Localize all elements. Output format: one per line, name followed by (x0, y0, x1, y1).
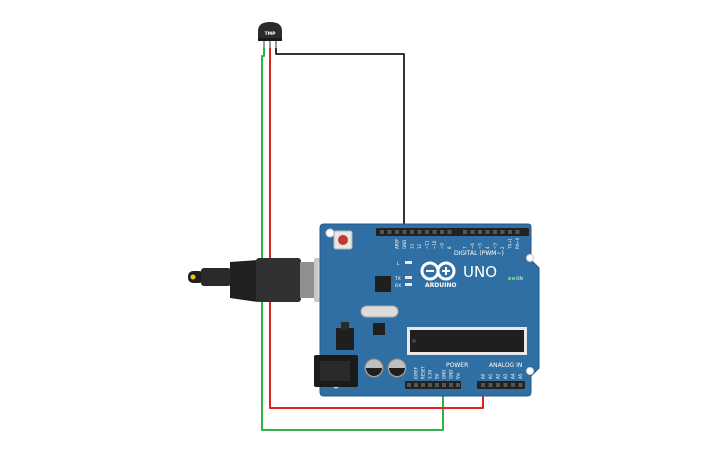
arduino-text: ARDUINO (425, 282, 456, 289)
pin-label: TX→1 (508, 237, 513, 250)
header-pin-hole[interactable] (481, 383, 485, 387)
on-led-label: ON (516, 276, 523, 282)
pin-label: A5 (518, 373, 523, 379)
analog-header-label: ANALOG IN (489, 362, 522, 369)
pin-label: 3.3V (428, 370, 433, 379)
header-pin-hole[interactable] (407, 383, 411, 387)
pin-label: ~11 (425, 240, 430, 249)
power-header[interactable] (405, 381, 461, 389)
reset-button-cap[interactable] (338, 235, 348, 245)
header-pin-hole[interactable] (485, 230, 490, 234)
header-pin-hole[interactable] (518, 383, 523, 387)
header-pin-hole[interactable] (432, 230, 437, 234)
pin-label: ~3 (493, 243, 498, 249)
pin-label: RESET (421, 366, 426, 379)
pin-label: 7 (463, 246, 468, 249)
pin-label: Vin (456, 372, 461, 379)
pin-label: 2 (500, 246, 505, 249)
digital-header[interactable] (376, 228, 529, 236)
pin-label: AREF (395, 238, 400, 249)
atmega-microcontroller (407, 327, 527, 355)
header-pin-hole[interactable] (414, 383, 418, 387)
bottom-header-holes (407, 383, 523, 387)
header-pin-hole[interactable] (428, 383, 432, 387)
pin-label: GND (402, 240, 407, 249)
pin-label: ~5 (478, 243, 483, 249)
pin-label: 4 (485, 246, 490, 249)
wire-green-5v[interactable] (261, 46, 444, 431)
pin-label: IOREF (414, 366, 419, 379)
usb-interface-chip (375, 276, 391, 292)
pin-label: 5V (435, 373, 440, 379)
header-pin-hole[interactable] (515, 230, 520, 234)
header-pin-hole[interactable] (493, 230, 497, 234)
header-pin-hole[interactable] (470, 230, 475, 234)
pin-label: GND (442, 370, 447, 379)
header-pin-hole[interactable] (380, 230, 384, 234)
pin-label: 8 (447, 246, 452, 249)
header-pin-hole[interactable] (387, 230, 392, 234)
header-pin-hole[interactable] (488, 383, 493, 387)
uno-text: UNO (463, 263, 497, 281)
on-led: ON (508, 276, 523, 282)
header-pin-hole[interactable] (447, 230, 452, 234)
header-pin-hole[interactable] (417, 230, 422, 234)
mount-hole (526, 254, 534, 262)
voltage-regulator (336, 328, 354, 350)
pin-label: A1 (488, 373, 493, 379)
pin-label: GND (449, 370, 454, 379)
power-header-label: POWER (446, 362, 468, 369)
header-pin-hole[interactable] (500, 230, 505, 234)
pin-label: ~10 (432, 240, 437, 249)
header-pin-hole[interactable] (508, 230, 512, 234)
header-pin-hole[interactable] (435, 383, 439, 387)
header-pin-hole[interactable] (503, 383, 508, 387)
header-pin-hole[interactable] (442, 383, 446, 387)
crystal-oscillator (360, 305, 399, 318)
header-pin-hole[interactable] (496, 383, 500, 387)
status-leds: L TX RX (394, 261, 412, 289)
pin-label: A3 (503, 373, 508, 379)
header-pin-hole[interactable] (440, 230, 444, 234)
mount-hole (325, 228, 335, 238)
header-pin-hole[interactable] (463, 230, 467, 234)
tmp-sensor[interactable]: TMP (258, 22, 282, 48)
led-label-rx: RX (395, 283, 401, 289)
tmp-sensor-label: TMP (265, 31, 277, 37)
header-pin-hole[interactable] (410, 230, 414, 234)
header-pin-hole[interactable] (449, 383, 453, 387)
pin-label: ~6 (470, 243, 475, 249)
pin-label: A4 (511, 373, 516, 379)
digital-header-label: DIGITAL (PWM~) (454, 250, 504, 257)
wire-black-gnd[interactable] (275, 46, 405, 226)
small-chip (373, 323, 385, 335)
pin-label: A0 (481, 373, 486, 379)
capacitors (364, 358, 407, 378)
header-pin-hole[interactable] (425, 230, 429, 234)
led-label-tx: TX (394, 276, 401, 282)
header-pin-hole[interactable] (402, 230, 407, 234)
header-pin-hole[interactable] (395, 230, 399, 234)
header-pin-hole[interactable] (478, 230, 482, 234)
pin-label: 12 (417, 243, 422, 249)
power-jack[interactable] (314, 355, 358, 387)
pin-label: A2 (496, 373, 501, 379)
usb-cable-tip (190, 274, 196, 280)
mount-hole (526, 367, 534, 375)
led-label-l: L (397, 261, 400, 267)
header-pin-hole[interactable] (511, 383, 515, 387)
pin-label: ~9 (440, 243, 445, 249)
pin-label: 13 (410, 243, 415, 249)
header-pin-hole[interactable] (456, 383, 460, 387)
pin-label: RX←0 (515, 237, 520, 249)
arduino-logo (420, 261, 456, 281)
header-pin-hole[interactable] (421, 383, 425, 387)
